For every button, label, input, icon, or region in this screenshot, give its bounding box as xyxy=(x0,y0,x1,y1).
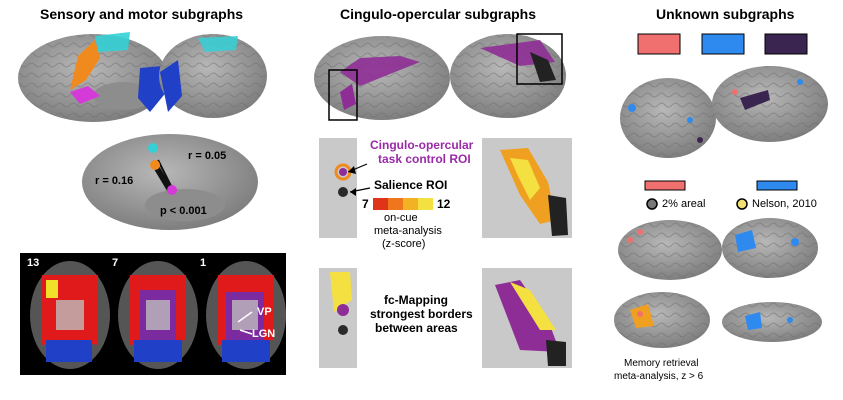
slice-number-13: 13 xyxy=(27,257,40,269)
meta-label-line1: on-cue xyxy=(384,212,418,224)
meta-label-line2: meta-analysis xyxy=(374,225,442,237)
mri-slices-panel xyxy=(20,253,286,375)
salience-roi-label: Salience ROI xyxy=(374,178,448,192)
legend-nelson-label: Nelson, 2010 xyxy=(752,198,817,210)
slice-number-7: 7 xyxy=(112,257,119,269)
scale-min-label: 7 xyxy=(362,197,369,211)
lgn-label: LGN xyxy=(252,328,276,340)
lateral-brain-cingulo xyxy=(314,36,450,121)
unknown-brains-top xyxy=(620,66,828,158)
correlation-r-005: r = 0.05 xyxy=(188,150,227,162)
fcmap-label-line1: fc-Mapping xyxy=(384,293,448,307)
medial-brain-sensorimotor xyxy=(159,34,267,118)
zoom-panel-opercular-top xyxy=(319,138,357,238)
cingulo-title: Cingulo-opercular subgraphs xyxy=(340,6,537,22)
slice-number-1: 1 xyxy=(200,257,207,269)
fcmap-label-line3: between areas xyxy=(375,321,458,335)
lateral-brain-sensorimotor xyxy=(18,32,168,122)
memory-label-line2: meta-analysis, z > 6 xyxy=(614,371,704,382)
memory-label-line1: Memory retrieval xyxy=(624,358,699,369)
meta-label-line3: (z-score) xyxy=(382,238,426,250)
p-value-label: p < 0.001 xyxy=(160,205,207,217)
legend-outline-boxes xyxy=(644,180,798,210)
legend-color-boxes xyxy=(637,33,808,55)
zoom-panel-cingulate-top xyxy=(482,138,572,238)
fcmap-label-line2: strongest borders xyxy=(370,307,473,321)
zscore-colorbar xyxy=(373,198,433,210)
zoom-panel-cingulate-bottom xyxy=(482,268,572,368)
inflated-brain-correlations xyxy=(82,134,258,230)
task-roi-label-line1: Cingulo-opercular xyxy=(370,138,474,152)
scale-max-label: 12 xyxy=(437,197,451,211)
task-roi-label-line2: task control ROI xyxy=(378,152,471,166)
unknown-title: Unknown subgraphs xyxy=(656,6,795,22)
sensory-motor-title: Sensory and motor subgraphs xyxy=(40,6,244,22)
medial-brain-cingulo xyxy=(450,33,566,118)
unknown-brains-middle xyxy=(618,218,818,280)
vp-label: VP xyxy=(257,306,272,318)
correlation-r-016: r = 0.16 xyxy=(95,175,134,187)
unknown-brains-bottom xyxy=(614,292,822,348)
legend-areal-label: 2% areal xyxy=(662,198,706,210)
zoom-panel-opercular-bottom xyxy=(319,268,357,368)
